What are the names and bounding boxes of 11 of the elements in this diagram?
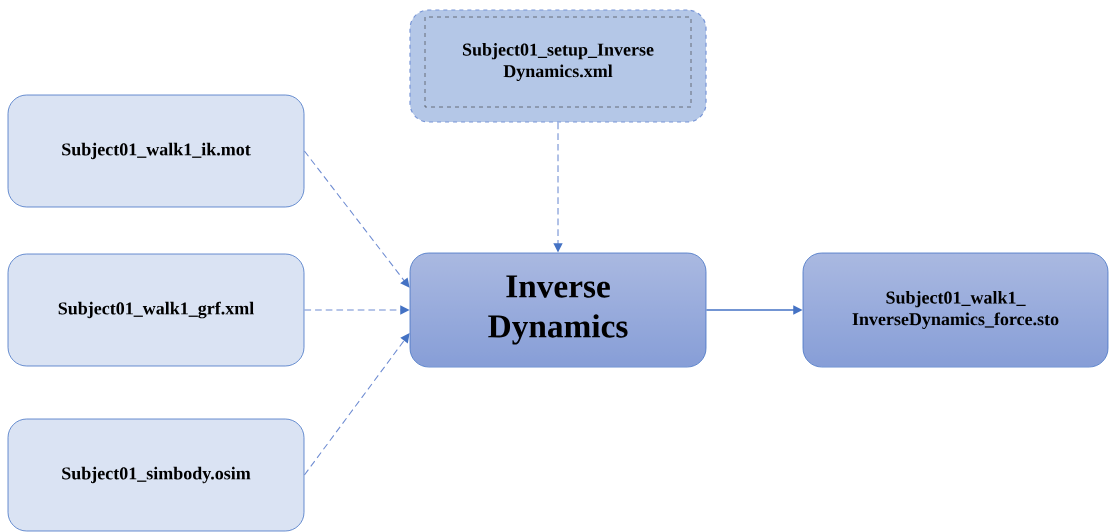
input-file-box: Subject01_simbody.osim bbox=[7, 418, 305, 532]
input-file-box: Subject01_walk1_ik.mot bbox=[7, 94, 305, 208]
arrow bbox=[303, 305, 410, 315]
output-file-box: Subject01_walk1_ InverseDynamics_force.sto bbox=[802, 252, 1109, 368]
input-file-box: Subject01_walk1_grf.xml bbox=[7, 253, 305, 367]
arrow bbox=[705, 305, 803, 315]
setup-file-box: Subject01_setup_Inverse Dynamics.xml bbox=[409, 9, 707, 123]
arrow bbox=[303, 333, 410, 476]
arrow bbox=[303, 150, 410, 288]
process-box: Inverse Dynamics bbox=[409, 252, 707, 368]
arrow bbox=[553, 122, 563, 253]
